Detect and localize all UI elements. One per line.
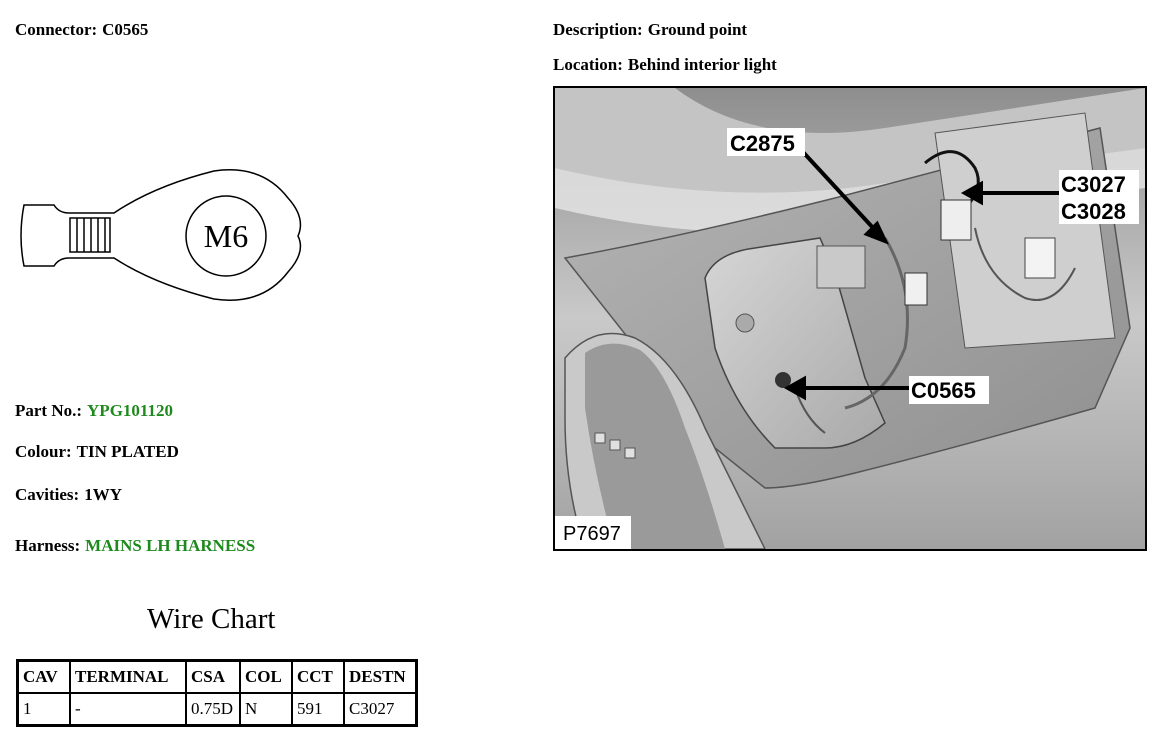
wire-chart-table: CAV TERMINAL CSA COL CCT DESTN 1 - 0.75D… — [16, 659, 418, 727]
callout-c0565: C0565 — [911, 378, 976, 403]
callout-c3028: C3028 — [1061, 199, 1126, 224]
part-no-link[interactable]: YPG101120 — [87, 401, 173, 420]
connector-value: C0565 — [102, 20, 149, 39]
wire-chart-title: Wire Chart — [147, 603, 276, 635]
description-value: Ground point — [647, 20, 748, 39]
col-header-terminal: TERMINAL — [69, 659, 187, 694]
col-header-csa: CSA — [185, 659, 241, 694]
connector-field: Connector:C0565 — [15, 20, 148, 40]
cavities-value: 1WY — [84, 485, 122, 504]
callout-c3027: C3027 — [1061, 172, 1126, 197]
colour-field: Colour:TIN PLATED — [15, 442, 179, 462]
cell-csa: 0.75D — [185, 692, 241, 727]
cell-col: N — [239, 692, 293, 727]
col-header-destn: DESTN — [343, 659, 418, 694]
harness-field: Harness:MAINS LH HARNESS — [15, 536, 255, 556]
part-no-field: Part No.:YPG101120 — [15, 401, 173, 421]
harness-label: Harness: — [15, 536, 81, 555]
location-label: Location: — [553, 55, 623, 74]
callout-c2875: C2875 — [730, 131, 795, 156]
stud-size-label: M6 — [204, 218, 248, 254]
harness-link[interactable]: MAINS LH HARNESS — [85, 536, 256, 555]
cavities-field: Cavities:1WY — [15, 485, 122, 505]
col-header-col: COL — [239, 659, 293, 694]
cell-destn: C3027 — [343, 692, 418, 727]
description-label: Description: — [553, 20, 643, 39]
description-field: Description:Ground point — [553, 20, 747, 40]
wire-chart-header-row: CAV TERMINAL CSA COL CCT DESTN — [16, 659, 418, 694]
cell-cav: 1 — [16, 692, 71, 727]
cell-cct: 591 — [291, 692, 345, 727]
stud-hole — [185, 195, 267, 277]
terminal-outline — [20, 169, 302, 301]
location-photo: C2875 C3027 C3028 C0565 P7697 — [553, 86, 1147, 551]
col-header-cct: CCT — [291, 659, 345, 694]
cavities-label: Cavities: — [15, 485, 80, 504]
ring-terminal-drawing: M6 — [20, 169, 302, 301]
location-field: Location:Behind interior light — [553, 55, 777, 75]
location-value: Behind interior light — [627, 55, 777, 74]
colour-value: TIN PLATED — [76, 442, 179, 461]
photo-reference: P7697 — [563, 523, 621, 545]
location-photo-illustration: C2875 C3027 C3028 C0565 P7697 — [555, 88, 1145, 549]
table-row: 1 - 0.75D N 591 C3027 — [16, 692, 418, 727]
col-header-cav: CAV — [16, 659, 71, 694]
colour-label: Colour: — [15, 442, 72, 461]
connector-label: Connector: — [15, 20, 98, 39]
cell-terminal: - — [69, 692, 187, 727]
part-no-label: Part No.: — [15, 401, 83, 420]
